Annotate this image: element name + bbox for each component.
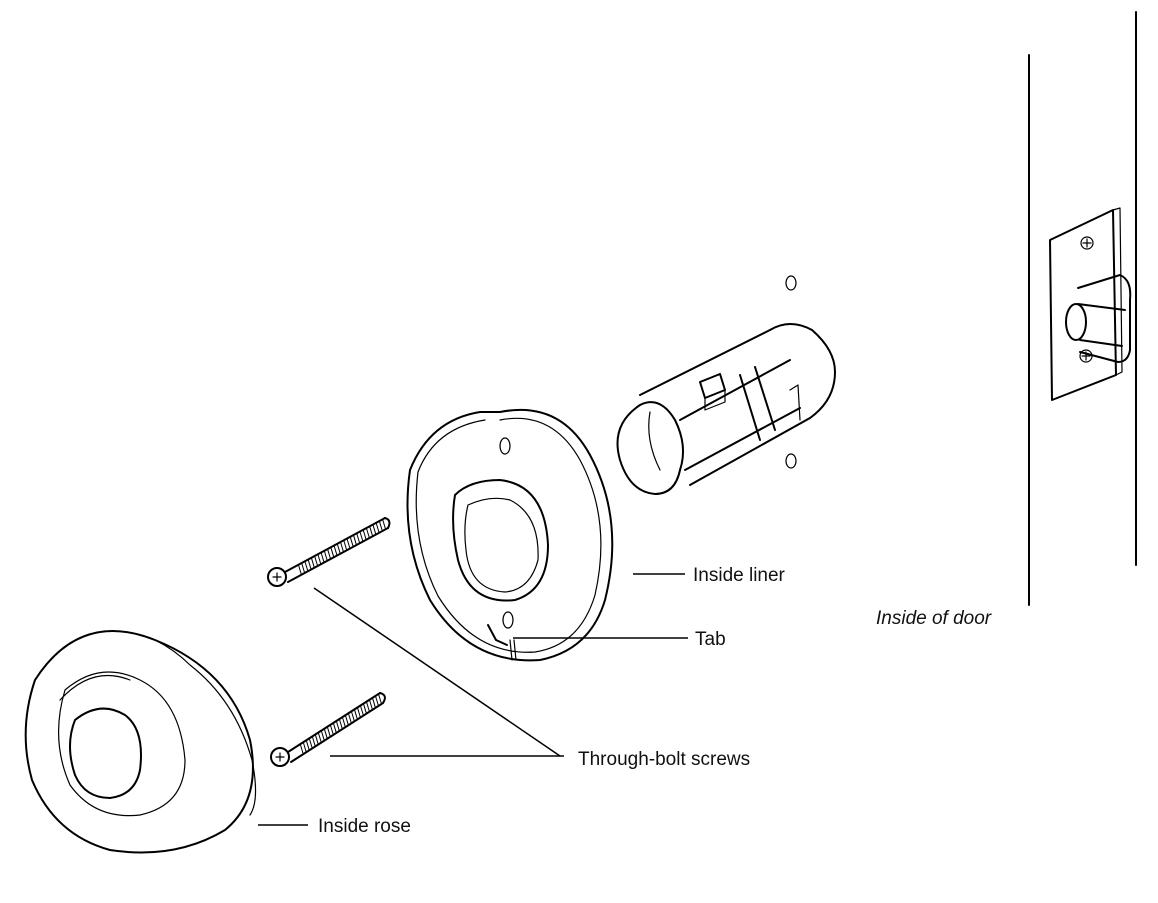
screw-thread — [333, 723, 337, 734]
screw-thread — [352, 534, 357, 546]
screw-thread — [362, 529, 367, 540]
screw-thread — [300, 744, 304, 756]
screw-thread — [339, 719, 343, 730]
screw-thread — [363, 703, 367, 714]
screw-thread — [309, 738, 313, 750]
screw-thread — [317, 554, 322, 565]
screw-thread — [340, 541, 344, 553]
latch-faceplate — [1049, 207, 1132, 401]
screw-thread — [304, 561, 309, 572]
label-inside-of-door: Inside of door — [876, 608, 992, 629]
screw-thread — [346, 538, 351, 549]
inside-liner — [406, 408, 614, 662]
through-bolt-screw-lower — [270, 692, 386, 767]
screw-thread — [324, 729, 328, 740]
screw-thread — [372, 697, 376, 709]
screw-thread — [333, 545, 338, 556]
inside-rose — [24, 630, 257, 854]
screw-thread — [318, 733, 322, 744]
door-edge — [1028, 11, 1137, 606]
label-through-bolt-screws: Through-bolt screws — [578, 749, 750, 770]
screw-thread — [314, 556, 319, 567]
screw-thread — [375, 695, 379, 707]
screw-thread — [366, 701, 370, 712]
screw-thread — [323, 550, 328, 561]
label-tab: Tab — [695, 629, 726, 650]
screw-thread — [365, 527, 370, 538]
screw-thread — [375, 522, 380, 533]
screw-thread — [359, 531, 364, 542]
screw-thread — [301, 563, 306, 574]
screw-thread — [378, 520, 383, 531]
screw-thread — [320, 552, 325, 563]
screw-thread — [348, 713, 352, 724]
screw-thread — [307, 559, 312, 570]
chassis-assembly — [616, 275, 836, 495]
screw-thread — [312, 737, 316, 748]
screw-thread — [354, 709, 358, 720]
screw-thread — [327, 548, 332, 560]
screw-thread — [357, 707, 361, 718]
label-inside-rose: Inside rose — [318, 816, 411, 837]
screw-thread — [343, 540, 348, 551]
screw-thread — [327, 727, 331, 738]
screw-thread — [372, 524, 377, 535]
screw-thread — [349, 536, 354, 547]
screw-thread — [369, 699, 373, 711]
screw-thread — [369, 525, 374, 537]
label-inside-liner: Inside liner — [693, 565, 786, 586]
screw-thread — [351, 711, 355, 722]
screw-thread — [330, 725, 334, 736]
screw-thread — [310, 557, 315, 569]
screw-thread — [330, 547, 335, 558]
screw-thread — [303, 742, 307, 754]
screw-thread — [336, 721, 340, 732]
screw-thread — [382, 518, 386, 530]
screw-thread — [378, 693, 382, 705]
screw-thread — [360, 705, 364, 716]
screw-thread — [356, 533, 361, 544]
through-bolt-screw-upper — [267, 517, 391, 587]
screw-thread — [306, 740, 310, 752]
leader-lines — [258, 573, 688, 826]
screw-thread — [342, 717, 346, 728]
screw-thread — [345, 715, 349, 726]
screw-thread — [321, 731, 325, 742]
screw-thread — [336, 543, 341, 554]
screw-thread — [298, 564, 302, 576]
screw-thread — [315, 735, 319, 746]
